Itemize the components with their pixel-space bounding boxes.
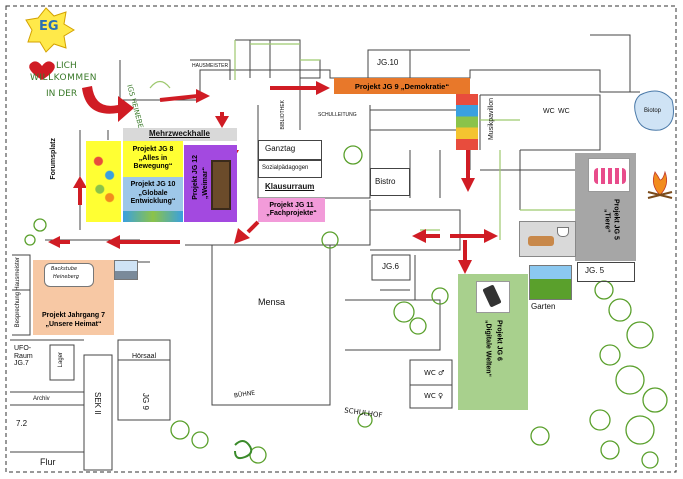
food-cake <box>528 236 554 246</box>
jg5-room-box <box>577 262 635 282</box>
room-schulleitung: SCHULLEITUNG <box>318 112 357 118</box>
project-jg8-label[interactable]: Projekt JG 8 „Alles in Bewegung“ <box>123 141 183 177</box>
room-jg5: JG. 5 <box>585 266 605 275</box>
project-jg7-line2: „Unsere Heimat“ <box>45 320 102 328</box>
room-hausmeister: Hausmeister <box>15 257 21 291</box>
project-jg11[interactable]: Projekt JG 11 „Fachprojekte“ <box>258 198 325 222</box>
food-cup <box>557 227 569 237</box>
room-ufo: UFO-Raum JG.7 <box>14 345 48 368</box>
room-wc-bottom1: WC ♂ <box>424 369 445 377</box>
garden-photo-image <box>529 265 572 300</box>
jg7-bakery-sign <box>44 263 94 287</box>
project-jg10-line2: „Globale <box>138 189 168 197</box>
jg7-city-photo-image <box>114 260 138 280</box>
room-7-2: 7.2 <box>16 419 28 428</box>
room-ufo-text: UFO-Raum JG.7 <box>14 345 33 368</box>
room-hoersaal: Hörsaal <box>132 353 157 360</box>
project-jg5-line2: „Tiere“ <box>603 209 611 233</box>
jg7-bakery-line2: Heineberg <box>53 274 79 280</box>
project-jg8-line1: Projekt JG 8 <box>132 146 174 154</box>
welcome-line1: LICH <box>56 61 77 71</box>
room-besprechung: Besprechung <box>15 292 21 328</box>
logo-sun-icon <box>25 7 75 53</box>
campfire-icon <box>647 170 673 199</box>
site-boundary <box>5 5 677 473</box>
room-klausurraum: Klausurraum <box>265 182 315 191</box>
room-wc-top2: WC <box>558 108 570 115</box>
room-garten: Garten <box>531 302 556 311</box>
jg10-world-image <box>123 211 183 222</box>
welcome-arrow <box>82 86 134 122</box>
jg7-bakery-line1: Backstube <box>51 266 78 272</box>
room-mehrzweckhalle: Mehrzweckhalle <box>149 129 210 138</box>
mehrzweckhalle-header <box>123 128 237 141</box>
green-strokes <box>149 40 575 240</box>
room-sek2: SEK II <box>92 392 102 415</box>
project-jg9[interactable]: Projekt JG 9 „Demokratie“ <box>334 78 470 94</box>
room-musikpavillon: Musikpavillon <box>488 98 495 141</box>
jg5-giraffe-drawing <box>594 168 626 184</box>
project-jg12-line2: „Weimar“ <box>202 167 209 200</box>
project-jg6-line1: Projekt JG 6 <box>495 320 503 361</box>
project-jg9-title: Projekt JG 9 „Demokratie“ <box>354 81 450 91</box>
room-jg6: JG.6 <box>382 262 399 271</box>
trees <box>24 145 668 469</box>
project-jg10[interactable]: Projekt JG 10 „Globale Entwicklung“ <box>123 177 183 211</box>
project-jg10-line1: Projekt JG 10 <box>130 181 176 189</box>
project-jg7-line1: Projekt Jahrgang 7 <box>41 312 106 320</box>
room-jg9: JG 9 <box>140 393 150 410</box>
room-flur: Flur <box>40 457 56 467</box>
project-jg5-line1: Projekt JG 5 <box>612 199 620 240</box>
biotop-pond <box>634 90 674 131</box>
sozial-box <box>258 160 322 178</box>
project-jg10-line3: Entwicklung“ <box>130 198 176 206</box>
project-jg8-line2: „Alles in <box>138 154 168 162</box>
ganztag-box <box>258 140 322 160</box>
project-jg6-line2: „Digitale Welten“ <box>484 320 492 378</box>
room-bistro: Bistro <box>375 177 396 186</box>
spiral-doodle <box>234 440 253 460</box>
project-jg11-line1: Projekt JG 11 <box>269 201 314 209</box>
room-hausmeister-top: HAUSMEISTER <box>192 63 229 69</box>
project-jg8-line3: Bewegung“ <box>133 163 173 171</box>
room-biotop: Biotop <box>644 108 662 114</box>
bistro-box <box>370 168 410 196</box>
room-lager: Lager <box>58 352 64 368</box>
project-jg11-line2: „Fachprojekte“ <box>266 210 317 217</box>
logo-text: EG <box>39 19 59 34</box>
welcome-line2: WILLKOMMEN <box>30 73 98 83</box>
jg9-handprints-image <box>456 94 478 150</box>
jg8-stickers-image <box>90 150 118 206</box>
jg12-photo-image <box>211 160 231 210</box>
heart-icon <box>29 61 55 80</box>
room-jg10-top: JG.10 <box>377 58 399 67</box>
room-ganztag: Ganztag <box>265 144 296 153</box>
room-bibliothek: BIBLIOTHEK <box>280 100 286 130</box>
room-sozialpaedagogen: Sozialpädagogen <box>262 165 309 171</box>
room-archiv: Archiv <box>33 396 50 402</box>
room-wc-bottom2: WC ♀ <box>424 392 444 400</box>
room-mensa: Mensa <box>258 297 286 307</box>
room-wc-top1: WC <box>543 108 555 115</box>
project-jg12-line1: Projekt JG 12 <box>192 155 199 200</box>
welcome-line3: IN DER <box>46 89 78 99</box>
room-forumsplatz: Forumsplatz <box>50 138 57 180</box>
